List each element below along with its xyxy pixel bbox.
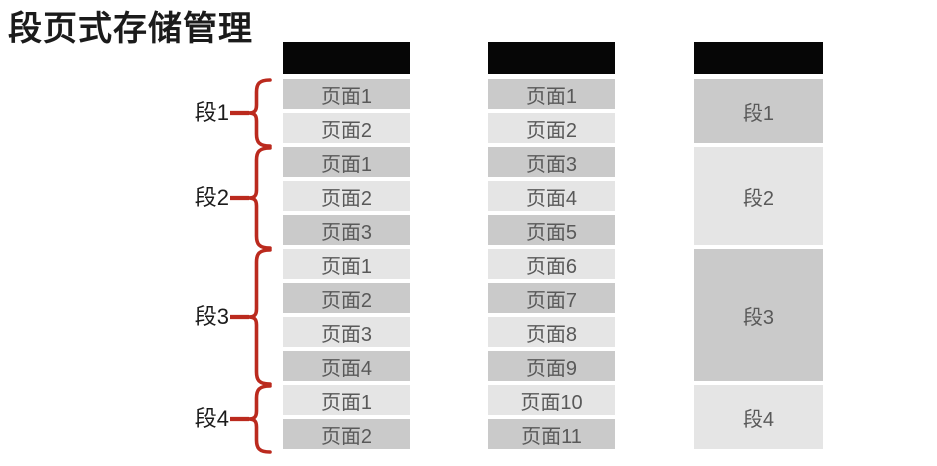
- page-title: 段页式存储管理: [8, 10, 253, 48]
- segment-block-cell: 段1: [694, 79, 823, 143]
- paged-table-header-bar: [488, 42, 615, 74]
- page-number-cell: 页面4: [488, 181, 615, 211]
- segment-block-cell: 段2: [694, 147, 823, 245]
- segment-brace-label: 段2: [194, 185, 229, 210]
- page-number-cell: 页面8: [488, 317, 615, 347]
- logical-page-cell: 页面1: [283, 147, 410, 177]
- logical-page-cell: 页面2: [283, 419, 410, 449]
- segment-curly-brace: [247, 146, 272, 250]
- logical-page-cell: 页面2: [283, 181, 410, 211]
- page-number-cell: 页面3: [488, 147, 615, 177]
- logical-page-cell: 页面4: [283, 351, 410, 381]
- segment-curly-brace: [247, 384, 272, 454]
- segment-curly-brace: [247, 78, 272, 148]
- logical-table-rows: 页面1 页面2 页面1 页面2 页面3 页面1 页面2 页面3 页面4 页面1 页面2: [283, 79, 410, 449]
- logical-address-table: 页面1 页面2 页面1 页面2 页面3 页面1 页面2 页面3 页面4 页面1 页面2: [283, 42, 410, 453]
- paged-table-rows: 页面1 页面2 页面3 页面4 页面5 页面6 页面7 页面8 页面9 页面10 页面11: [488, 79, 615, 449]
- segment-block-cell: 段4: [694, 385, 823, 449]
- page-number-cell: 页面5: [488, 215, 615, 245]
- segment-curly-brace: [247, 248, 272, 386]
- logical-table-header-bar: [283, 42, 410, 74]
- logical-page-cell: 页面3: [283, 215, 410, 245]
- logical-page-cell: 页面2: [283, 113, 410, 143]
- logical-page-cell: 页面1: [283, 79, 410, 109]
- logical-page-cell: 页面1: [283, 385, 410, 415]
- logical-page-cell: 页面3: [283, 317, 410, 347]
- segment-brace-label: 段1: [194, 100, 229, 125]
- page-number-cell: 页面10: [488, 385, 615, 415]
- page-number-cell: 页面2: [488, 113, 615, 143]
- logical-page-cell: 页面2: [283, 283, 410, 313]
- page-number-cell: 页面1: [488, 79, 615, 109]
- segment-brace-label: 段3: [194, 304, 229, 329]
- logical-page-cell: 页面1: [283, 249, 410, 279]
- page-number-cell: 页面11: [488, 419, 615, 449]
- page-number-cell: 页面6: [488, 249, 615, 279]
- page-number-cell: 页面9: [488, 351, 615, 381]
- segmented-table-header-bar: [694, 42, 823, 74]
- segment-block-cell: 段3: [694, 249, 823, 381]
- page-numbering-table: 页面1 页面2 页面3 页面4 页面5 页面6 页面7 页面8 页面9 页面10 页面11: [488, 42, 615, 453]
- segment-brace-label: 段4: [194, 406, 229, 431]
- page-number-cell: 页面7: [488, 283, 615, 313]
